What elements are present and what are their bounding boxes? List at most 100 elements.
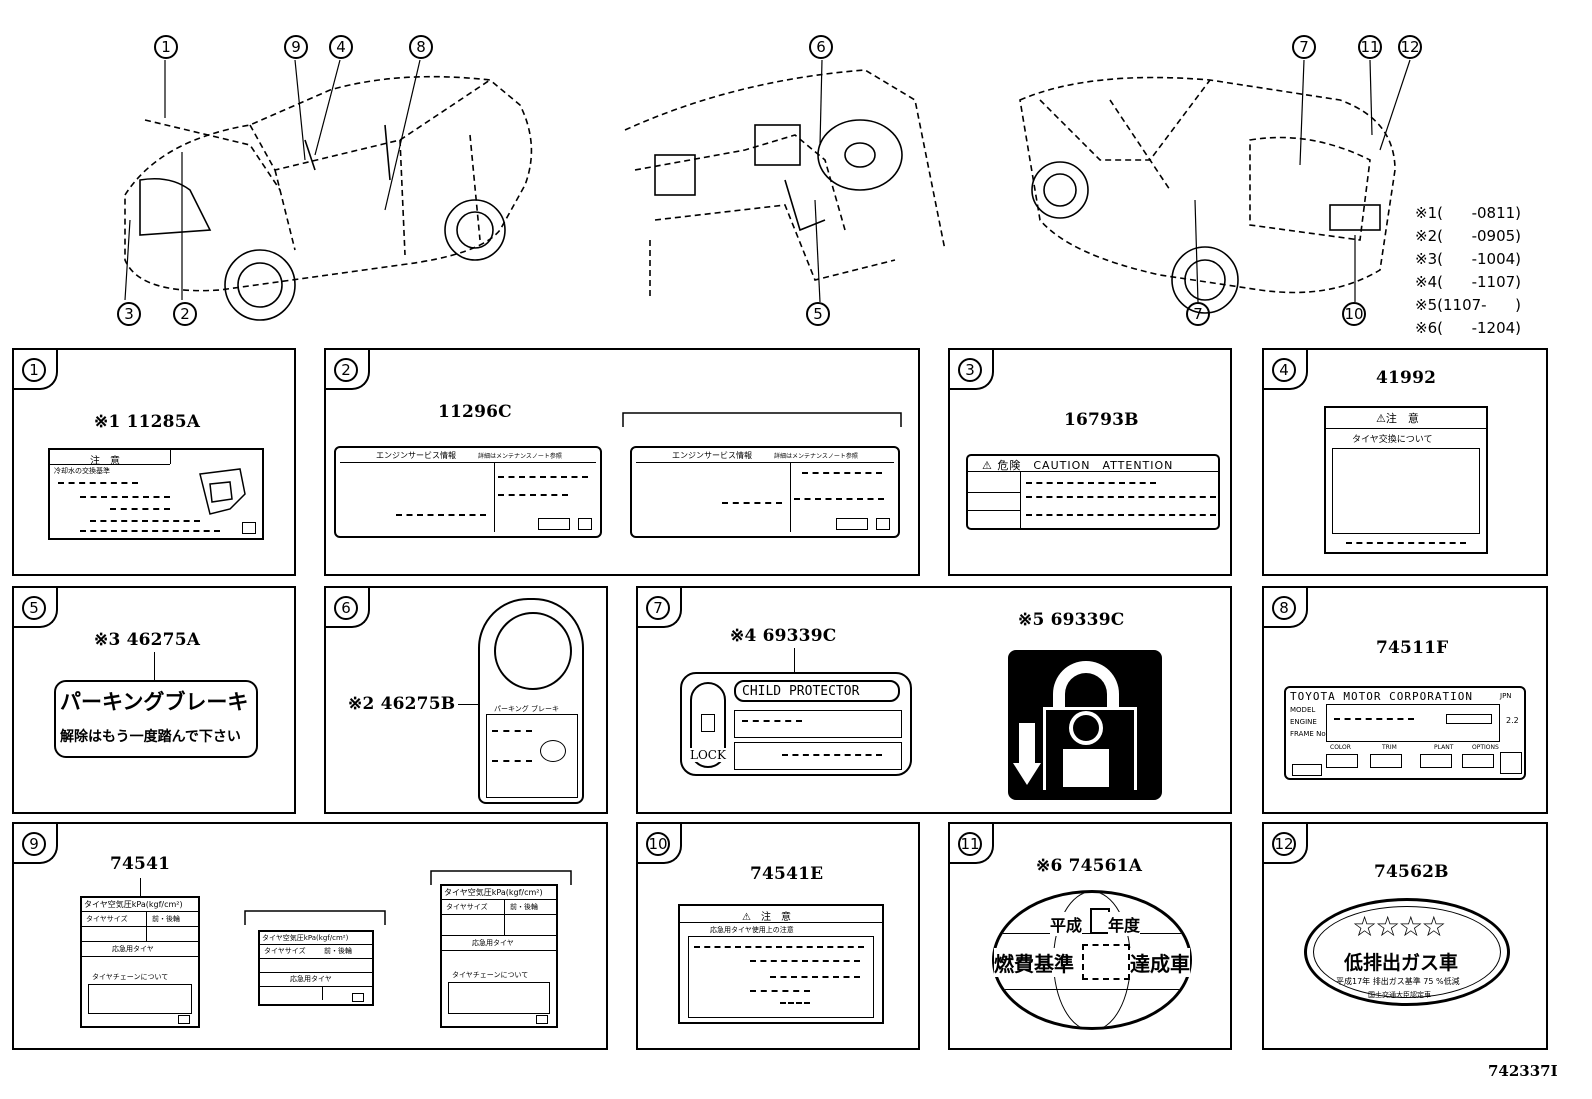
panel-number: 1 [22, 358, 46, 382]
parking-brake-label: パーキングブレーキ 解除はもう一度踏んで下さい [54, 680, 258, 758]
label-title: 注 意 [90, 456, 120, 467]
panel-number: 8 [1272, 596, 1296, 620]
callout-6: 6 [809, 35, 833, 59]
legend-mark: ※5 [1415, 296, 1438, 314]
model-text: MODEL [1290, 706, 1316, 714]
panel-number: 9 [22, 832, 46, 856]
legend-range: ( -1004) [1437, 250, 1522, 268]
reference-code: 742337I [1488, 1062, 1558, 1080]
callout-3: 3 [117, 302, 141, 326]
panel-11: 11 ※6 74561A 平成 年度 燃費基準 達成車 [948, 822, 1232, 1050]
part-number: ※3 46275A [94, 630, 201, 650]
dashboard-illustration [624, 59, 946, 303]
tire-change-label: ⚠注 意 タイヤ交換について [1324, 406, 1488, 554]
part-number: 74562B [1374, 862, 1449, 882]
part-number-b: ※5 69339C [1018, 610, 1125, 630]
legend-range: (1107- ) [1437, 296, 1522, 314]
panel-number: 6 [334, 596, 358, 620]
emblem-left: 燃費基準 [994, 948, 1074, 977]
spare-tire: 応急用タイヤ [290, 975, 332, 983]
suffix-text: 2.2 [1506, 716, 1519, 725]
coolant-label: 注 意 冷却水の交換基準 [48, 448, 264, 540]
part-number: 74541 [110, 854, 171, 874]
jpn-text: JPN [1500, 692, 1512, 700]
tire-pressure-label-a: タイヤ空気圧kPa(kgf/cm²) タイヤサイズ 前・後輪 応急用タイヤ タイ… [80, 896, 200, 1028]
panel-8: 8 74511F TOYOTA MOTOR CORPORATION JPN MO… [1262, 586, 1548, 814]
label-head: タイヤ空気圧kPa(kgf/cm²) [84, 900, 183, 909]
front-rear: 前・後輪 [152, 915, 180, 923]
options-text: OPTIONS [1472, 744, 1499, 751]
panel-number: 10 [646, 832, 670, 856]
label-sub: 詳細はメンテナンスノート参照 [774, 453, 858, 460]
child-protector-label: LOCK CHILD PROTECTOR [680, 672, 912, 776]
legend-range: ( -1204) [1437, 319, 1522, 337]
caution-label: ⚠ 危険 CAUTION ATTENTION [966, 454, 1220, 530]
legend-mark: ※4 [1415, 273, 1438, 291]
label-title: エンジンサービス情報 [376, 451, 456, 460]
vin-label: TOYOTA MOTOR CORPORATION JPN MODEL ENGIN… [1284, 686, 1526, 780]
tire-size: タイヤサイズ [86, 915, 128, 923]
year-box [1090, 908, 1110, 934]
engine-service-label-b: エンジンサービス情報 詳細はメンテナンスノート参照 [630, 446, 900, 538]
callout-1: 1 [154, 35, 178, 59]
panel-number: 3 [958, 358, 982, 382]
part-number: 16793B [1064, 410, 1139, 430]
corp-name: TOYOTA MOTOR CORPORATION [1290, 690, 1473, 703]
callout-12: 12 [1398, 35, 1422, 59]
spare-tire: 応急用タイヤ [112, 945, 154, 953]
tire-chain: タイヤチェーンについて [92, 973, 169, 981]
panel-1: 1 ※1 11285A 注 意 冷却水の交換基準 [12, 348, 296, 576]
label-sub: 詳細はメンテナンスノート参照 [478, 453, 562, 460]
legend-range: ( -1107) [1437, 273, 1522, 291]
part-number: 41992 [1376, 368, 1437, 388]
label-line2: 解除はもう一度踏んで下さい [60, 729, 241, 745]
label-sub: パーキング ブレーキ [494, 705, 560, 713]
panel-number: 12 [1272, 832, 1296, 856]
front-rear: 前・後輪 [510, 903, 538, 911]
panel-number: 5 [22, 596, 46, 620]
emblem-main: 低排出ガス車 [1344, 952, 1459, 974]
tire-pressure-label-c: タイヤ空気圧kPa(kgf/cm²) タイヤサイズ 前・後輪 応急用タイヤ タイ… [440, 884, 558, 1028]
panel-number: 7 [646, 596, 670, 620]
spare-tire-caution-label: ⚠ 注 意 応急用タイヤ使用上の注意 [678, 904, 884, 1024]
panel-number: 11 [958, 832, 982, 856]
child-lock-pictogram [1008, 650, 1162, 800]
legend-mark: ※2 [1415, 227, 1438, 245]
panel-5: 5 ※3 46275A パーキングブレーキ 解除はもう一度踏んで下さい [12, 586, 296, 814]
engine-text: ENGINE [1290, 718, 1317, 726]
engine-service-label-a: エンジンサービス情報 詳細はメンテナンスノート参照 [334, 446, 602, 538]
label-head: タイヤ空気圧kPa(kgf/cm²) [444, 888, 543, 897]
legend-mark: ※6 [1415, 319, 1438, 337]
part-number: 74541E [750, 864, 824, 884]
tire-pressure-label-b: タイヤ空気圧kPa(kgf/cm²) タイヤサイズ 前・後輪 応急用タイヤ [258, 930, 374, 1006]
spare-tire: 応急用タイヤ [472, 939, 514, 947]
panel-6: 6 ※2 46275B パーキング ブレーキ [324, 586, 608, 814]
legend-range: ( -0811) [1437, 204, 1522, 222]
label-head: タイヤ空気圧kPa(kgf/cm²) [262, 934, 349, 942]
emblem-top: 平成 [1050, 912, 1083, 936]
panel-7: 7 ※4 69339C LOCK CHILD PROTECTOR ※5 6933… [636, 586, 1232, 814]
part-number: ※1 11285A [94, 412, 201, 432]
label-sub: 応急用タイヤ使用上の注意 [710, 926, 794, 934]
label-line1: パーキングブレーキ [60, 690, 249, 714]
legend-mark: ※3 [1415, 250, 1438, 268]
callout-11: 11 [1358, 35, 1382, 59]
car-front-illustration [124, 59, 533, 321]
part-number: ※2 46275B [348, 694, 456, 714]
color-text: COLOR [1330, 744, 1351, 751]
panel-10: 10 74541E ⚠ 注 意 応急用タイヤ使用上の注意 [636, 822, 920, 1050]
legend-mark: ※1 [1415, 204, 1438, 222]
child-protector-title: CHILD PROTECTOR [734, 680, 900, 702]
trim-text: TRIM [1382, 744, 1397, 751]
lock-text: LOCK [690, 748, 726, 762]
part-number: 74511F [1376, 638, 1449, 658]
center-box [1082, 944, 1130, 980]
label-title: ⚠ 注 意 [742, 912, 791, 923]
emblem-year: 年度 [1108, 912, 1141, 936]
callout-8: 8 [409, 35, 433, 59]
callout-10: 10 [1342, 302, 1366, 326]
part-number: ※6 74561A [1036, 856, 1143, 876]
label-sub: タイヤ交換について [1352, 435, 1433, 445]
label-title: ⚠ 危険 CAUTION ATTENTION [982, 459, 1174, 472]
label-title: ⚠注 意 [1376, 412, 1419, 425]
